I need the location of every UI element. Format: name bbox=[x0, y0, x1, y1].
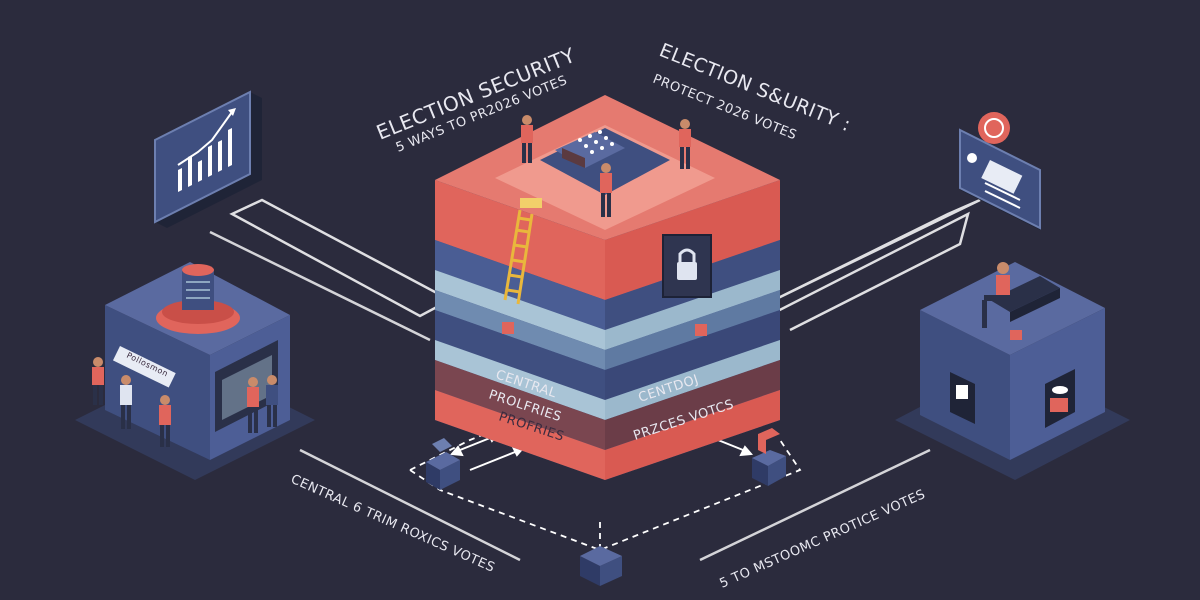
person-icon bbox=[159, 395, 171, 447]
person-icon bbox=[982, 262, 1010, 328]
bottom-right-caption: 5 TO MSTOOMC PROTICE VOTES bbox=[718, 487, 928, 592]
cube-navy bbox=[426, 438, 460, 490]
person-icon bbox=[120, 375, 132, 429]
person-icon bbox=[92, 357, 104, 405]
person-icon bbox=[679, 119, 691, 169]
bar-chart-icon bbox=[154, 90, 262, 228]
marker-icon bbox=[502, 322, 514, 334]
bag-icon bbox=[1010, 330, 1022, 340]
right-building bbox=[895, 262, 1130, 480]
ballot-box-icon bbox=[156, 264, 240, 334]
person-icon bbox=[266, 375, 278, 427]
cube-bottom bbox=[580, 546, 622, 586]
ladder-icon bbox=[503, 209, 534, 305]
person-icon bbox=[247, 377, 259, 433]
marker-icon bbox=[695, 324, 707, 336]
person-icon bbox=[600, 163, 612, 217]
ballot-grid-icon bbox=[578, 130, 614, 154]
bottom-left-caption: CENTRAL 6 TRIM ROXICS VOTES bbox=[288, 472, 497, 576]
server-icon bbox=[950, 369, 1075, 428]
central-tower bbox=[435, 95, 780, 480]
person-icon bbox=[521, 115, 533, 163]
building-sign bbox=[112, 346, 176, 388]
cube-coral bbox=[752, 428, 786, 486]
lock-icon bbox=[662, 234, 712, 298]
id-card-icon bbox=[959, 112, 1041, 230]
sign-tag bbox=[520, 198, 542, 208]
